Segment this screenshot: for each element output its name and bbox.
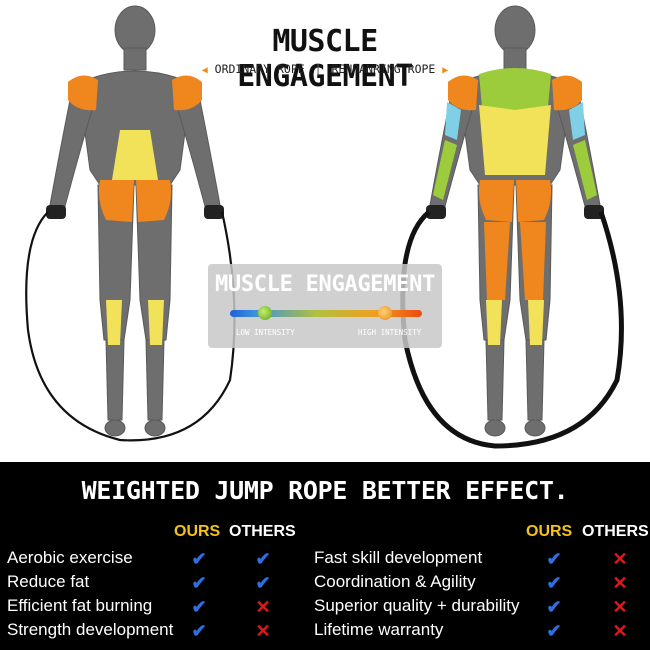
page-title: MUSCLE ENGAGEMENT xyxy=(237,24,413,94)
comparison-row: Efficient fat burning ✔ ✕ xyxy=(0,596,650,618)
low-intensity-label: LOW INTENSITY xyxy=(236,328,295,337)
cross-icon: ✕ xyxy=(255,597,271,617)
others-column-header-right: OTHERS xyxy=(582,523,649,540)
comparison-row: Lifetime warranty ✔ ✕ xyxy=(0,620,650,642)
feature-label: Strength development xyxy=(7,620,174,639)
cross-icon: ✕ xyxy=(612,573,628,593)
cross-icon: ✕ xyxy=(255,621,271,641)
comparison-row: Fast skill development ✔ ✕ xyxy=(0,548,650,570)
check-icon: ✔ xyxy=(191,621,207,641)
arrow-right-icon: ▶ xyxy=(442,65,449,76)
check-icon: ✔ xyxy=(546,597,562,617)
comparison-row: Strength development ✔ ✕ xyxy=(0,620,650,642)
others-column-header-left: OTHERS xyxy=(229,523,296,540)
ours-column-header-right: OURS xyxy=(526,523,573,540)
renranring-rope-label: RENRANRING ROPE xyxy=(331,62,436,76)
feature-label: Superior quality + durability xyxy=(314,596,520,615)
ordinary-rope-label: ORDINARY ROPE xyxy=(214,62,305,76)
high-intensity-label: HIGH INTENSITY xyxy=(358,328,422,337)
intensity-gradient-bar xyxy=(230,310,422,317)
check-icon: ✔ xyxy=(191,597,207,617)
cross-icon: ✕ xyxy=(612,597,628,617)
check-icon: ✔ xyxy=(191,573,207,593)
intensity-legend: MUSCLE ENGAGEMENT LOW INTENSITY HIGH INT… xyxy=(208,264,442,348)
high-intensity-dot-icon xyxy=(378,306,392,320)
feature-label: Reduce fat xyxy=(7,572,90,591)
weighted-rope-figure xyxy=(400,5,624,449)
comparison-row: Coordination & Agility ✔ ✕ xyxy=(0,572,650,594)
feature-label: Aerobic exercise xyxy=(7,548,133,567)
feature-label: Fast skill development xyxy=(314,548,483,567)
check-icon: ✔ xyxy=(546,549,562,569)
rope-comparison-subtitle: ◀ ORDINARY ROPE | RENRANRING ROPE ▶ xyxy=(200,62,450,76)
legend-title: MUSCLE ENGAGEMENT xyxy=(214,272,436,297)
ours-column-header-left: OURS xyxy=(174,523,221,540)
cross-icon: ✕ xyxy=(612,549,628,569)
check-icon: ✔ xyxy=(546,621,562,641)
feature-label: Lifetime warranty xyxy=(314,620,444,639)
arrow-left-icon: ◀ xyxy=(201,65,208,76)
cross-icon: ✕ xyxy=(612,621,628,641)
ordinary-rope-figure xyxy=(25,5,236,442)
check-icon: ✔ xyxy=(255,549,271,569)
feature-label: Efficient fat burning xyxy=(7,596,153,615)
feature-label: Coordination & Agility xyxy=(314,572,476,591)
check-icon: ✔ xyxy=(255,573,271,593)
subtitle-separator: | xyxy=(314,62,322,76)
comparison-section: WEIGHTED JUMP ROPE BETTER EFFECT. OURS O… xyxy=(0,462,650,650)
check-icon: ✔ xyxy=(191,549,207,569)
muscle-illustration-section: MUSCLE ENGAGEMENT ◀ ORDINARY ROPE | RENR… xyxy=(25,5,624,449)
comparison-row: Superior quality + durability ✔ ✕ xyxy=(0,596,650,618)
comparison-headline: WEIGHTED JUMP ROPE BETTER EFFECT. xyxy=(81,476,569,505)
comparison-row: Aerobic exercise ✔ ✔ xyxy=(0,548,650,570)
comparison-row: Reduce fat ✔ ✔ xyxy=(0,572,650,594)
low-intensity-dot-icon xyxy=(258,306,272,320)
check-icon: ✔ xyxy=(546,573,562,593)
